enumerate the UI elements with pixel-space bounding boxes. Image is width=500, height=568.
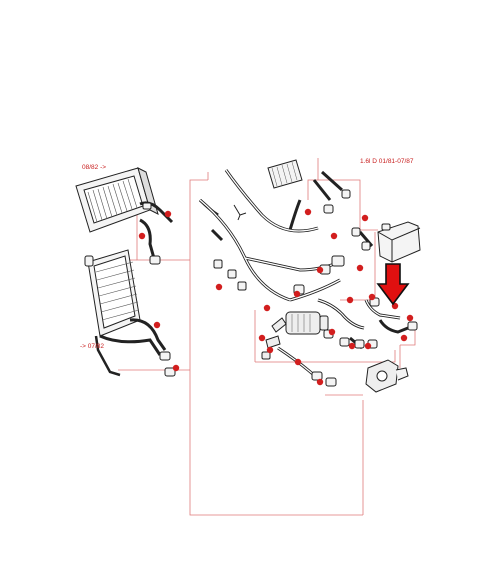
heater-core-bottom-label: -> 07/82 (80, 343, 105, 350)
central-hoses (198, 169, 341, 302)
central-hoses-inner (199, 169, 341, 301)
water-pump (261, 311, 329, 360)
heater-core-lower (84, 249, 176, 377)
leader-lines (110, 158, 416, 516)
clips-center (213, 170, 351, 295)
heater-core-upper (75, 167, 174, 265)
thermostat-housing (365, 359, 409, 393)
down-arrow-icon (376, 263, 410, 306)
heater-core-top-label: 08/82 -> (82, 164, 107, 171)
callout-dots (138, 208, 414, 386)
model-range-label: 1.6l D 01/81-07/87 (360, 158, 414, 165)
small-radiator (267, 159, 303, 189)
expansion-tank (351, 221, 421, 263)
